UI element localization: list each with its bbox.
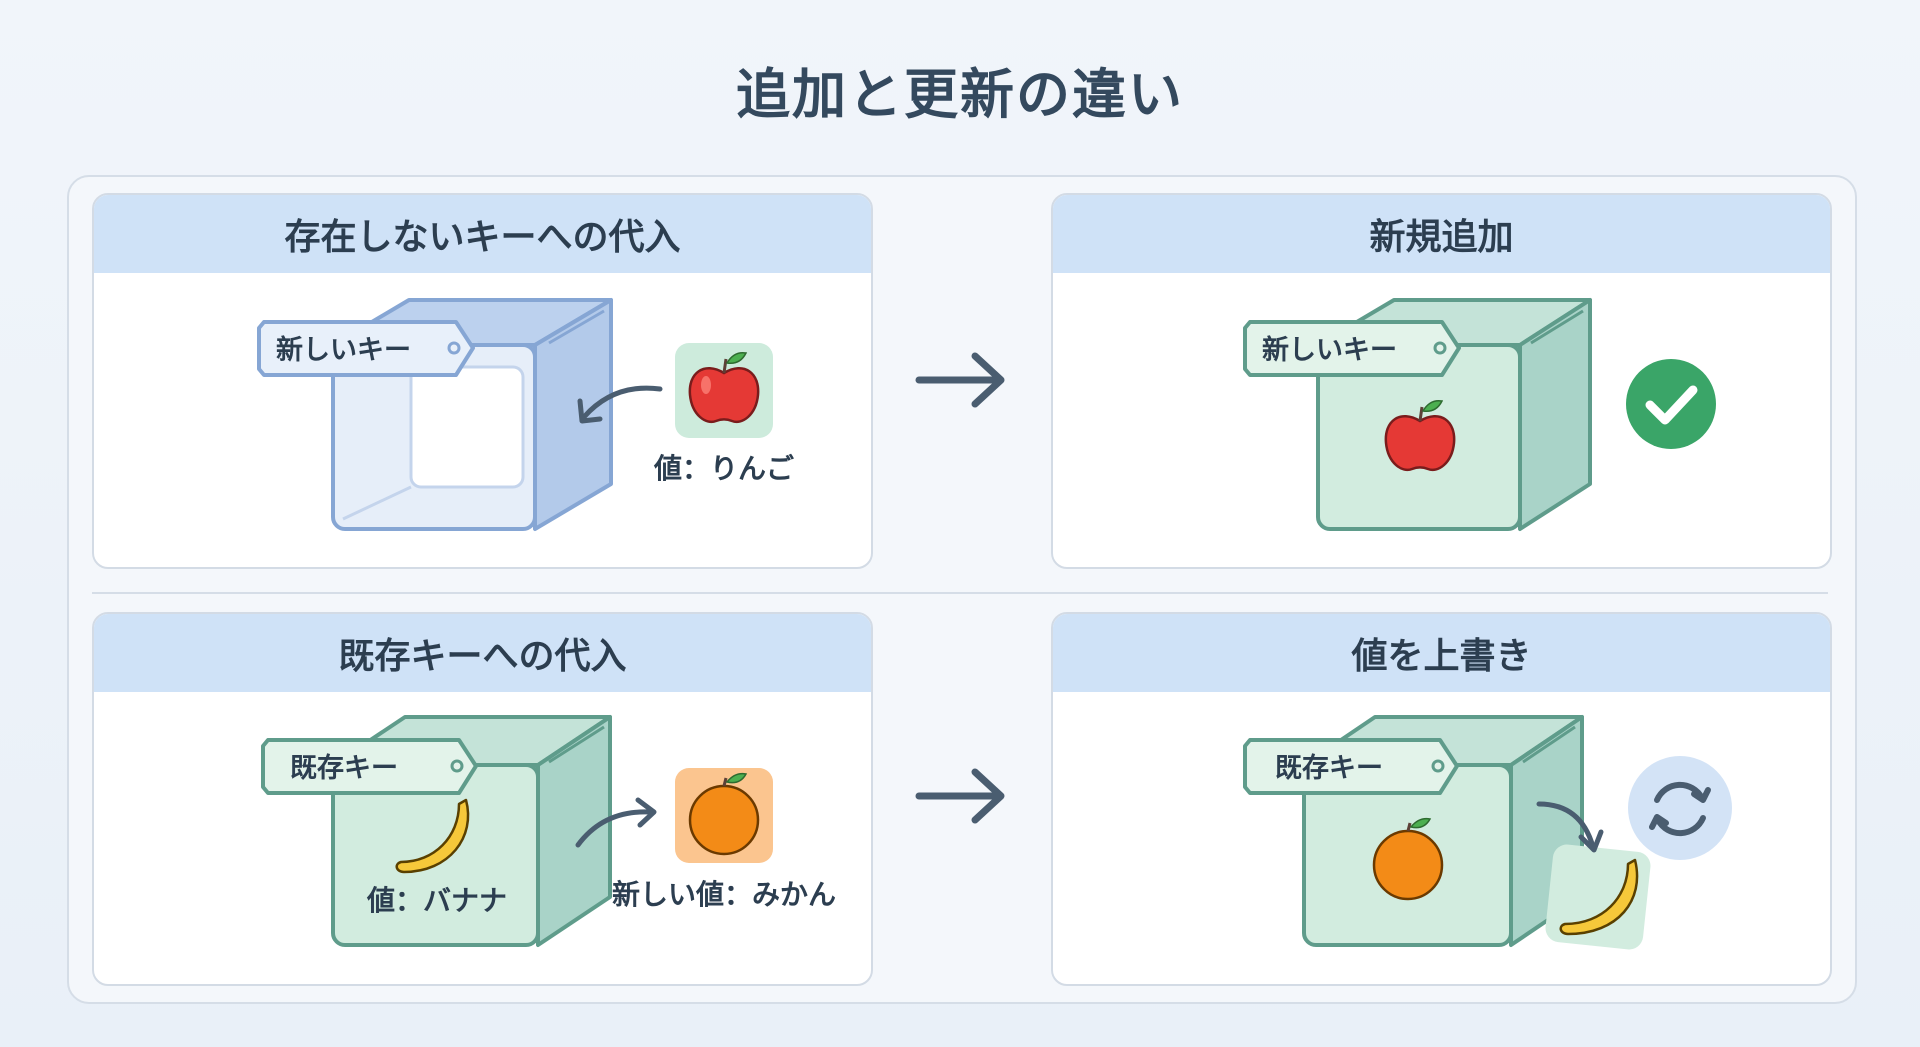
arrow-right-icon <box>915 352 1005 408</box>
page-title: 追加と更新の違い <box>736 63 1184 126</box>
key-tag: 新しいキー <box>257 320 475 377</box>
row-divider <box>92 592 1828 594</box>
orange-icon <box>1372 817 1444 901</box>
key-tag-label: 新しいキー <box>276 334 411 366</box>
panel-overwrite: 値を上書き 既存キー <box>1051 612 1832 986</box>
key-tag-label: 新しいキー <box>1262 334 1397 366</box>
panel-new-add: 新規追加 新しいキー <box>1051 193 1832 569</box>
panel-new-key-assign: 存在しないキーへの代入 新しいキー 値：りんご <box>92 193 873 569</box>
value-label: 値：りんご <box>653 452 794 485</box>
arrow-right-icon <box>915 768 1005 824</box>
apple-icon <box>1384 399 1456 472</box>
refresh-icon <box>1628 756 1732 860</box>
old-value-label: 値：バナナ <box>366 884 507 917</box>
filled-box-illustration: 新しいキー <box>1243 298 1716 531</box>
banana-icon <box>1559 858 1639 936</box>
new-value-label: 新しい値：みかん <box>612 878 836 911</box>
key-tag: 既存キー <box>1243 738 1459 795</box>
panel-header: 既存キーへの代入 <box>94 614 871 692</box>
panel-header: 新規追加 <box>1053 195 1830 273</box>
key-tag-label: 既存キー <box>1275 753 1383 784</box>
apple-icon <box>688 351 760 424</box>
key-tag: 既存キー <box>261 738 478 795</box>
overwrite-box-illustration: 既存キー <box>1243 715 1732 950</box>
insert-arrow-icon <box>581 385 663 420</box>
existing-box-illustration: 既存キー 値：バナナ 新しい値：みかん <box>261 715 836 947</box>
replace-arrow-icon <box>575 809 653 848</box>
key-tag-label: 既存キー <box>290 753 398 784</box>
key-tag: 新しいキー <box>1243 320 1461 377</box>
banana-icon <box>395 798 470 874</box>
panel-existing-key-assign: 既存キーへの代入 既存キー 値：バナナ 新しい値：みかん <box>92 612 873 986</box>
check-icon <box>1626 359 1716 449</box>
replace-arrow-icon <box>1536 801 1596 850</box>
panel-header: 値を上書き <box>1053 614 1830 692</box>
panel-header: 存在しないキーへの代入 <box>94 195 871 273</box>
empty-box-illustration: 新しいキー 値：りんご <box>257 298 794 531</box>
orange-icon <box>688 772 760 856</box>
